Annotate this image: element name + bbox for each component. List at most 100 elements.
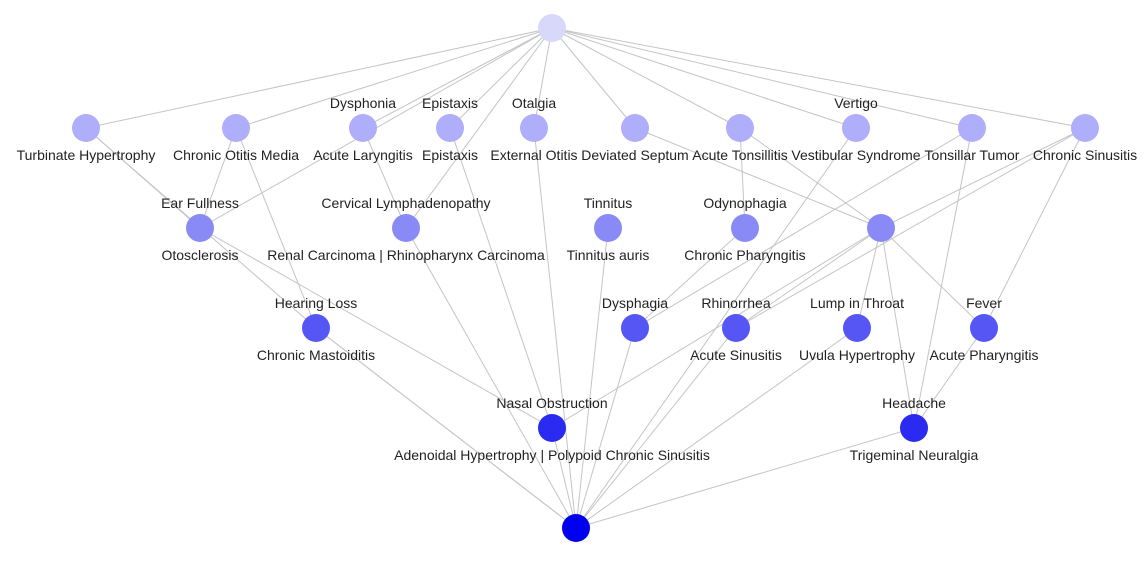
node-upper-label: Rhinorrhea xyxy=(701,295,770,311)
edge-n2a-n4a xyxy=(199,227,553,429)
edge-top-n1j xyxy=(551,27,1086,129)
edge-top-n1b xyxy=(235,27,553,129)
node-lower-label: Deviated Septum xyxy=(581,147,688,163)
edge-n1b-n3a xyxy=(235,127,317,329)
node-n4b[interactable] xyxy=(900,414,928,442)
edge-n1j-n3e xyxy=(983,127,1086,329)
node-n2b[interactable] xyxy=(392,214,420,242)
node-lower-label: Renal Carcinoma | Rhinopharynx Carcinoma xyxy=(267,247,545,263)
edge-top-n1e xyxy=(533,27,553,129)
node-lower-label: Vestibular Syndrome xyxy=(791,147,920,163)
node-n1j[interactable] xyxy=(1071,114,1099,142)
node-upper-label: Cervical Lymphadenopathy xyxy=(321,195,490,211)
node-n1e[interactable] xyxy=(520,114,548,142)
node-upper-label: Hearing Loss xyxy=(275,295,358,311)
edge-n2e-n4a xyxy=(551,227,882,429)
node-upper-label: Nasal Obstruction xyxy=(496,395,607,411)
node-lower-label: Chronic Otitis Media xyxy=(173,147,299,163)
edge-top-n1d xyxy=(449,27,553,129)
node-n2e[interactable] xyxy=(867,214,895,242)
node-upper-label: Tinnitus xyxy=(584,195,633,211)
node-lower-label: Chronic Sinusitis xyxy=(1033,147,1137,163)
edge-n1g-n2d xyxy=(739,127,746,229)
node-lower-label: Tonsillar Tumor xyxy=(925,147,1020,163)
node-n1f[interactable] xyxy=(621,114,649,142)
edge-n1f-n2e xyxy=(634,127,882,229)
node-upper-label: Fever xyxy=(966,295,1002,311)
node-upper-label: Ear Fullness xyxy=(161,195,239,211)
node-n1d[interactable] xyxy=(436,114,464,142)
node-n1h[interactable] xyxy=(842,114,870,142)
edge-n1j-n3c xyxy=(735,127,1086,329)
node-top[interactable] xyxy=(538,14,566,42)
node-lower-label: Otosclerosis xyxy=(161,247,238,263)
edge-n1g-n2e xyxy=(739,127,882,229)
node-n2d[interactable] xyxy=(731,214,759,242)
edge-n3d-bottom xyxy=(575,327,858,529)
node-n1c[interactable] xyxy=(349,114,377,142)
edge-top-n1c xyxy=(362,27,553,129)
node-n1i[interactable] xyxy=(958,114,986,142)
node-upper-label: Dysphagia xyxy=(602,295,668,311)
node-n3a[interactable] xyxy=(302,314,330,342)
edge-top-n1h xyxy=(551,27,857,129)
edge-n4b-bottom xyxy=(575,427,915,529)
edge-n3c-bottom xyxy=(575,327,737,529)
node-lower-label: Acute Sinusitis xyxy=(690,347,782,363)
edge-top-n1i xyxy=(551,27,973,129)
node-upper-label: Lump in Throat xyxy=(810,295,904,311)
node-bottom[interactable] xyxy=(562,514,590,542)
node-lower-label: Epistaxis xyxy=(422,147,478,163)
edge-n2d-n3b xyxy=(634,227,746,329)
edge-n2e-n3c xyxy=(735,227,882,329)
edge-n2e-n3d xyxy=(856,227,882,329)
node-lower-label: Trigeminal Neuralgia xyxy=(850,447,979,463)
edge-top-n1f xyxy=(551,27,636,129)
node-upper-label: Dysphonia xyxy=(330,95,396,111)
node-n1b[interactable] xyxy=(222,114,250,142)
node-lower-label: Turbinate Hypertrophy xyxy=(17,147,156,163)
node-upper-label: Otalgia xyxy=(512,95,557,111)
node-n2c[interactable] xyxy=(594,214,622,242)
node-lower-label: Uvula Hypertrophy xyxy=(799,347,915,363)
node-n3c[interactable] xyxy=(722,314,750,342)
node-n1a[interactable] xyxy=(72,114,100,142)
node-n2a[interactable] xyxy=(186,214,214,242)
edge-n1e-bottom xyxy=(533,127,577,529)
node-n1g[interactable] xyxy=(726,114,754,142)
edge-n1c-n2b xyxy=(362,127,407,229)
edge-n1i-n4b xyxy=(913,127,973,429)
edge-n1b-n2a xyxy=(199,127,237,229)
node-n4a[interactable] xyxy=(538,414,566,442)
node-lower-label: Acute Laryngitis xyxy=(313,147,413,163)
node-lower-label: Chronic Pharyngitis xyxy=(684,247,805,263)
edge-n3a-bottom xyxy=(315,327,577,529)
edge-n2e-n4b xyxy=(880,227,915,429)
nodes-layer xyxy=(72,14,1099,542)
node-upper-label: Epistaxis xyxy=(422,95,478,111)
edge-n1j-n2e xyxy=(880,127,1086,229)
edge-n3b-bottom xyxy=(575,327,636,529)
edge-n1d-n4a xyxy=(449,127,553,429)
node-upper-label: Vertigo xyxy=(834,95,878,111)
edge-top-n2b xyxy=(405,27,553,229)
edge-top-n1a xyxy=(85,27,553,129)
edge-n2c-bottom xyxy=(575,227,609,529)
node-upper-label: Headache xyxy=(882,395,946,411)
node-lower-label: Acute Tonsillitis xyxy=(692,147,787,163)
node-upper-label: Odynophagia xyxy=(703,195,787,211)
node-n3e[interactable] xyxy=(970,314,998,342)
edge-n4a-bottom xyxy=(551,427,577,529)
labels-layer: Turbinate Hypertrophy Chronic Otitis Medi… xyxy=(17,95,1138,463)
edge-n2b-bottom xyxy=(405,227,577,529)
edge-n1i-n3b xyxy=(634,127,973,329)
node-lower-label: External Otitis xyxy=(490,147,577,163)
node-lower-label: Tinnitus auris xyxy=(567,247,650,263)
node-n3b[interactable] xyxy=(621,314,649,342)
node-lower-label: Adenoidal Hypertrophy | Polypoid Chronic… xyxy=(394,447,710,463)
edge-n3e-n4b xyxy=(913,327,985,429)
node-lower-label: Acute Pharyngitis xyxy=(930,347,1039,363)
edge-top-n1g xyxy=(551,27,741,129)
node-n3d[interactable] xyxy=(843,314,871,342)
